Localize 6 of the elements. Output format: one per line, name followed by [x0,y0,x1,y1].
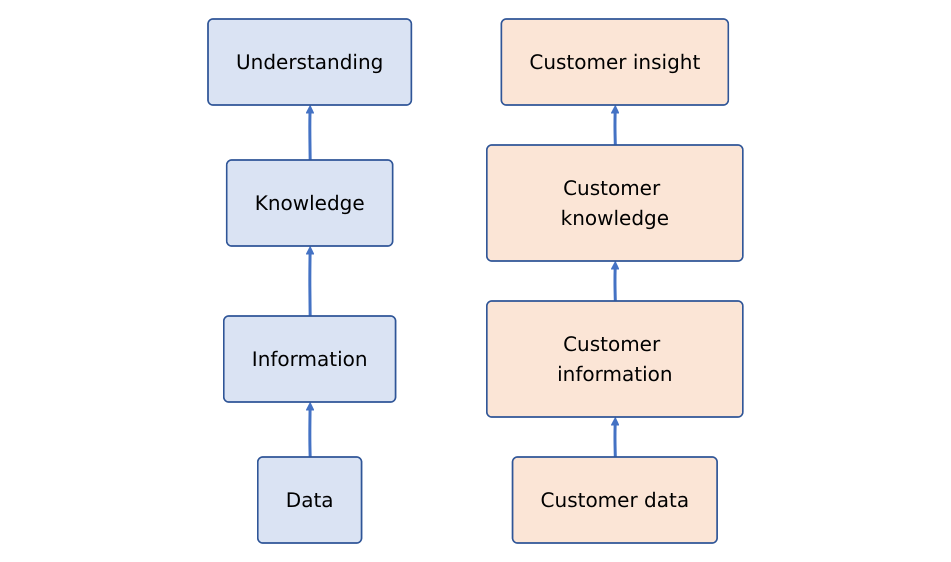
arrow [610,261,620,302]
arrow [610,417,620,458]
arrow [306,402,315,458]
arrow [610,105,620,146]
arrow [306,105,314,161]
arrow [306,246,315,317]
